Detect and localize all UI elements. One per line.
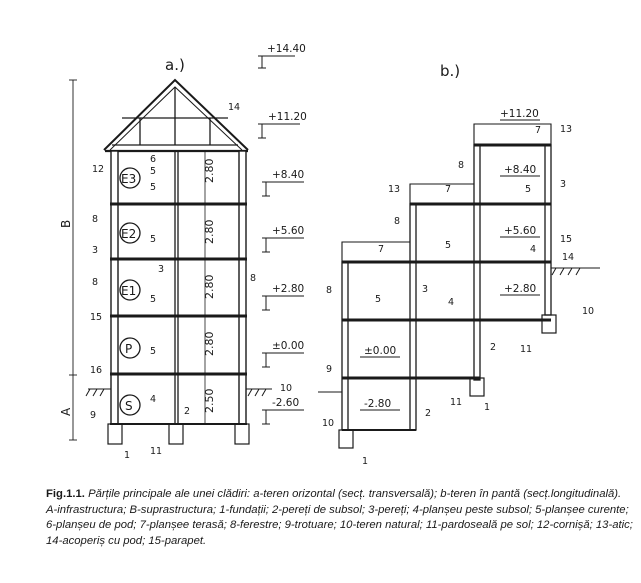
foundations-a xyxy=(107,423,250,445)
height-dim-line xyxy=(202,151,208,424)
ref-b-8-low: 8 xyxy=(326,285,332,296)
ref-a-9: 9 xyxy=(90,410,96,421)
story-height-e3: 2.80 xyxy=(203,159,216,184)
panel-b-label: b.) xyxy=(440,62,460,80)
story-height-e2: 2.80 xyxy=(203,220,216,245)
ref-b-13-mid: 13 xyxy=(388,184,400,195)
ref-b-1-left: 1 xyxy=(362,456,368,467)
ref-b-7-mid: 7 xyxy=(445,184,451,195)
story-height-s: 2.50 xyxy=(203,389,216,414)
level-markers-a xyxy=(258,55,304,425)
ref-b-10-left: 10 xyxy=(322,418,334,429)
level-b-560: +5.60 xyxy=(504,225,536,237)
ref-a-16: 16 xyxy=(90,365,102,376)
ref-b-3-low: 3 xyxy=(422,284,428,295)
level-a-260: -2.60 xyxy=(272,397,299,409)
floor-label-e3: E3 xyxy=(121,172,136,186)
zone-dimension-a xyxy=(69,79,77,441)
ref-b-13-top: 13 xyxy=(560,124,572,135)
ref-a-12: 12 xyxy=(92,164,104,175)
floor-label-e1: E1 xyxy=(121,284,136,298)
ref-b-3-upper: 3 xyxy=(560,179,566,190)
ref-a-4: 4 xyxy=(150,394,156,405)
floor-label-s: S xyxy=(125,399,133,413)
ref-b-15: 15 xyxy=(560,234,572,245)
roof-attic xyxy=(103,78,249,153)
level-a-1120: +11.20 xyxy=(268,111,307,123)
level-a-840: +8.40 xyxy=(272,169,304,181)
building-sections-drawing: a.) xyxy=(59,43,600,467)
zone-label-b: B xyxy=(59,220,73,228)
ref-a-5-e2: 5 xyxy=(150,234,156,245)
ref-b-2-left: 2 xyxy=(425,408,431,419)
ref-a-15: 15 xyxy=(90,312,102,323)
ref-a-8-e1: 8 xyxy=(92,277,98,288)
ref-b-9: 9 xyxy=(326,364,332,375)
ref-b-5-upper: 5 xyxy=(525,184,531,195)
level-a-1440: +14.40 xyxy=(267,43,306,55)
level-b-840: +8.40 xyxy=(504,164,536,176)
panel-a-label: a.) xyxy=(165,56,185,74)
figure-caption: Fig.1.1. Părțile principale ale unei clă… xyxy=(46,487,634,549)
level-a-000: ±0.00 xyxy=(272,340,304,352)
ref-a-10: 10 xyxy=(280,383,292,394)
ref-a-8-right: 8 xyxy=(250,273,256,284)
section-a: a.) xyxy=(59,43,307,461)
ref-a-14: 14 xyxy=(228,102,240,113)
story-height-e1: 2.80 xyxy=(203,275,216,300)
level-b-1120: +11.20 xyxy=(500,108,539,120)
ref-b-7-low: 7 xyxy=(378,244,384,255)
ref-b-11-left: 11 xyxy=(450,397,462,408)
ref-b-14: 14 xyxy=(562,252,574,263)
story-height-p: 2.80 xyxy=(203,332,216,357)
ref-a-3-mid: 3 xyxy=(158,264,164,275)
ref-a-8-e2: 8 xyxy=(92,214,98,225)
level-markers-b xyxy=(360,119,540,411)
ref-a-5-e1: 5 xyxy=(150,294,156,305)
ref-a-11: 11 xyxy=(150,446,162,457)
section-b: b.) xyxy=(318,62,600,467)
floor-markers-a xyxy=(119,167,141,416)
level-a-560: +5.60 xyxy=(272,225,304,237)
ref-b-8-top: 8 xyxy=(458,160,464,171)
ref-b-10-right: 10 xyxy=(582,306,594,317)
ref-b-11-right: 11 xyxy=(520,344,532,355)
level-a-280: +2.80 xyxy=(272,283,304,295)
ref-b-7-top: 7 xyxy=(535,125,541,136)
floor-label-p: P xyxy=(125,342,132,356)
floor-label-e2: E2 xyxy=(121,227,136,241)
ref-b-1-right: 1 xyxy=(484,402,490,413)
ref-b-8-mid: 8 xyxy=(394,216,400,227)
ref-b-4-right: 4 xyxy=(530,244,536,255)
level-b-280: +2.80 xyxy=(504,283,536,295)
ref-b-2-right: 2 xyxy=(490,342,496,353)
ref-a-2: 2 xyxy=(184,406,190,417)
ref-a-6: 6 xyxy=(150,154,156,165)
ref-b-5-low: 5 xyxy=(445,240,451,251)
foundations-b xyxy=(338,314,557,449)
ground-line-a xyxy=(85,388,272,397)
ref-a-5-e3b: 5 xyxy=(150,166,156,177)
zone-label-a: A xyxy=(59,407,73,416)
building-walls-a xyxy=(110,150,247,425)
level-b-000: ±0.00 xyxy=(364,345,396,357)
ground-line-b xyxy=(318,267,600,393)
level-b-280neg: -2.80 xyxy=(364,398,391,410)
ref-a-5-e3: 5 xyxy=(150,182,156,193)
ref-b-5-mid: 5 xyxy=(375,294,381,305)
ref-a-3-e2: 3 xyxy=(92,245,98,256)
parapets-b xyxy=(341,123,552,262)
figure-caption-text: Părțile principale ale unei clădiri: a-t… xyxy=(46,488,633,547)
ref-b-4-mid: 4 xyxy=(448,297,454,308)
ref-a-1: 1 xyxy=(124,450,130,461)
floor-slabs-a xyxy=(110,202,247,425)
ref-a-5-p: 5 xyxy=(150,346,156,357)
figure-number: Fig.1.1. xyxy=(46,488,85,500)
floor-slabs-b xyxy=(342,143,551,431)
